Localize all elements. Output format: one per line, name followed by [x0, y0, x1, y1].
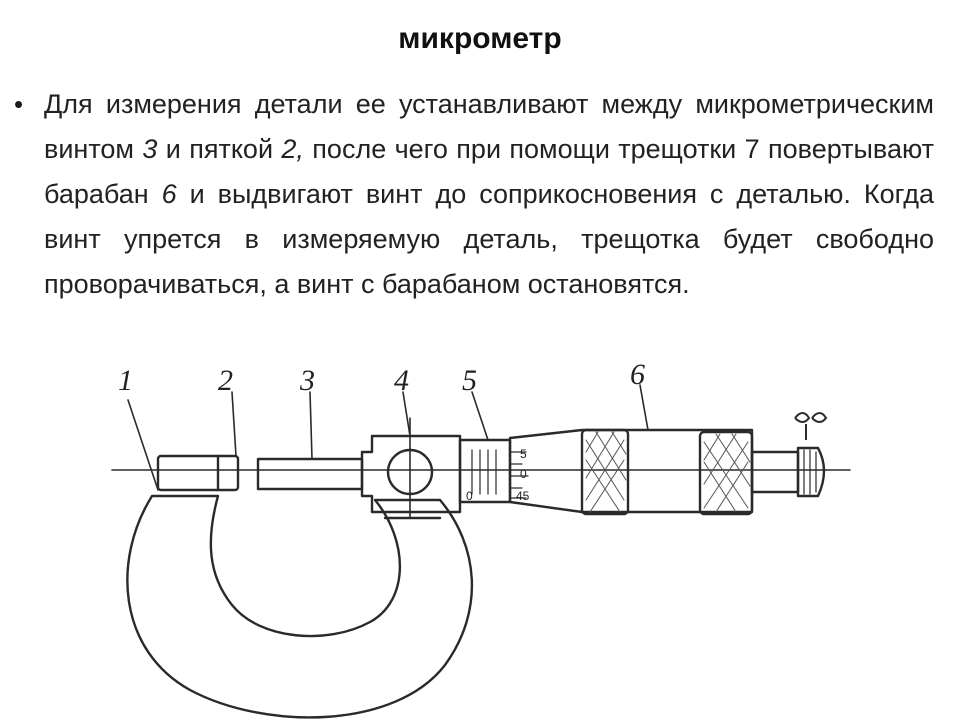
text-segment-italic: 3 [142, 134, 158, 164]
text-segment-italic: 2, [281, 134, 304, 164]
micrometer-frame [126, 494, 473, 719]
scale-mark-5: 5 [520, 447, 527, 461]
part-label-5: 5 [462, 364, 477, 397]
bullet-paragraph: Для измерения детали ее устанавливают ме… [44, 82, 934, 307]
part-label-4: 4 [394, 364, 409, 397]
ratchet-shaft [750, 450, 800, 494]
text-segment-italic: 6 [161, 179, 177, 209]
spindle [256, 457, 364, 491]
part-label-3: 3 [299, 364, 315, 397]
text-segment: и пяткой [157, 134, 282, 164]
bullet-item: • Для измерения детали ее устанавливают … [14, 82, 934, 307]
part-label-2: 2 [218, 364, 233, 397]
knurl-grip-left [580, 428, 630, 516]
part-label-1: 1 [118, 364, 133, 397]
anvil [156, 454, 240, 492]
scale-mark-0: 0 [520, 467, 527, 481]
part-label-6: 6 [630, 358, 645, 391]
thimble [508, 428, 754, 514]
text-segment: после чего при помощи трещотки 7 поверты… [44, 134, 934, 209]
bullet-marker: • [14, 89, 24, 119]
micrometer-diagram: 1 2 3 4 5 6 5 0 45 0 [111, 358, 851, 719]
ratchet-mark-icon [794, 412, 828, 440]
text-segment: Для измерения детали ее устанавливают ме… [44, 89, 934, 164]
sleeve-mark-0: 0 [466, 489, 473, 503]
slide-title: микрометр [398, 22, 562, 55]
scale-mark-45: 45 [516, 489, 530, 503]
text-segment: и выдвигают винт до соприкосновения с де… [44, 179, 935, 299]
ratchet-cap [796, 446, 826, 498]
stopper-block [360, 434, 462, 514]
